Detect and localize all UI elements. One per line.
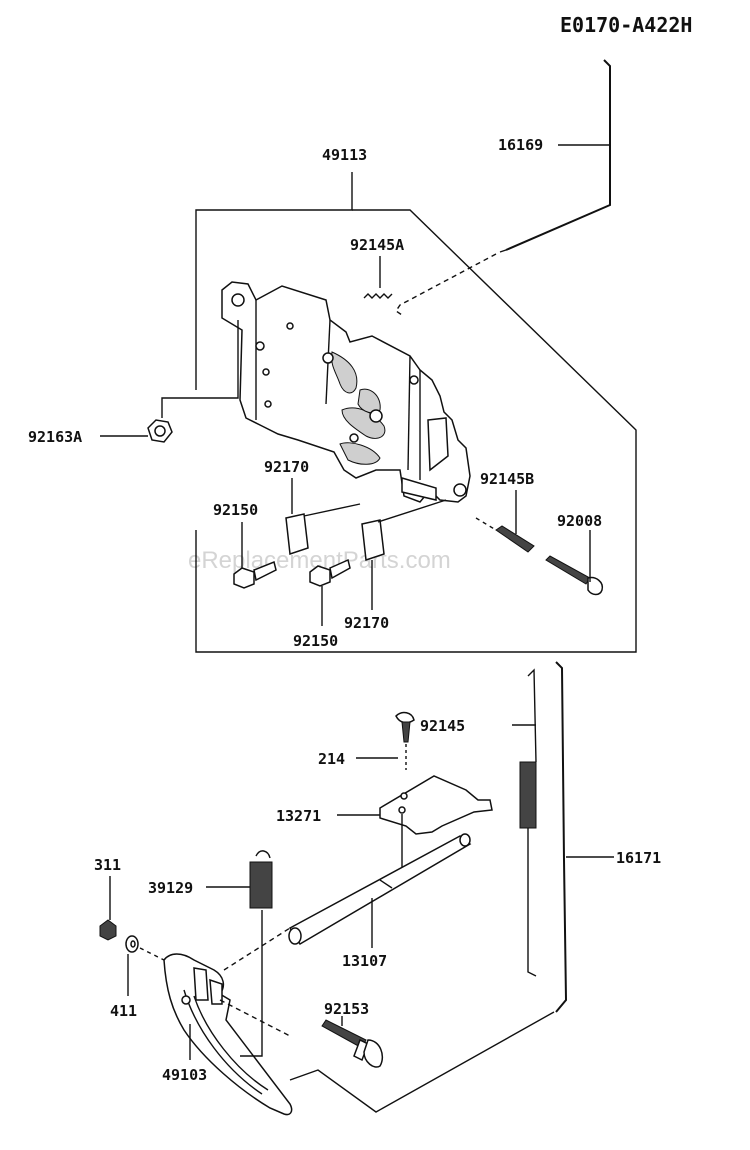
bolt-92150-right	[309, 558, 351, 587]
rod-16171	[289, 661, 568, 1113]
label-214: 214	[318, 750, 345, 768]
label-92145B: 92145B	[480, 470, 534, 488]
label-16169: 16169	[498, 136, 543, 154]
label-16171: 16171	[616, 849, 661, 867]
spring-92145B	[475, 517, 535, 553]
plate-13271	[379, 775, 493, 870]
label-13271: 13271	[276, 807, 321, 825]
spring-92145A	[363, 293, 393, 299]
spring-92145	[519, 668, 537, 977]
label-92145: 92145	[420, 717, 465, 735]
clip-92170-left	[285, 503, 361, 556]
label-92170-lower: 92170	[344, 614, 389, 632]
bracket-outline	[240, 1012, 263, 1057]
clip-92170-right	[361, 499, 447, 562]
diagram-code: E0170-A422H	[560, 13, 692, 37]
nut-311	[99, 919, 117, 941]
assembly-frame-49113	[195, 172, 637, 653]
label-13107: 13107	[342, 952, 387, 970]
label-92153: 92153	[324, 1000, 369, 1018]
label-92170-upper: 92170	[264, 458, 309, 476]
screw-92008	[545, 555, 604, 596]
label-49113: 49113	[322, 146, 367, 164]
rod-16169	[395, 59, 611, 316]
washer-411	[125, 935, 181, 969]
bolt-92150-left	[233, 560, 277, 589]
label-311: 311	[94, 856, 121, 874]
shaft-13107	[288, 833, 472, 946]
lever-49103	[163, 927, 293, 1116]
label-92150-upper: 92150	[213, 501, 258, 519]
label-39129: 39129	[148, 879, 193, 897]
label-411: 411	[110, 1002, 137, 1020]
label-49103: 49103	[162, 1066, 207, 1084]
label-92150-lower: 92150	[293, 632, 338, 650]
label-92163A: 92163A	[28, 428, 82, 446]
screw-214	[395, 711, 415, 770]
governor-bracket	[221, 281, 471, 503]
bolt-92153	[321, 1019, 384, 1068]
label-92145A: 92145A	[350, 236, 404, 254]
nut-92163A	[147, 320, 239, 443]
spring-39129	[249, 850, 273, 1012]
label-92008: 92008	[557, 512, 602, 530]
